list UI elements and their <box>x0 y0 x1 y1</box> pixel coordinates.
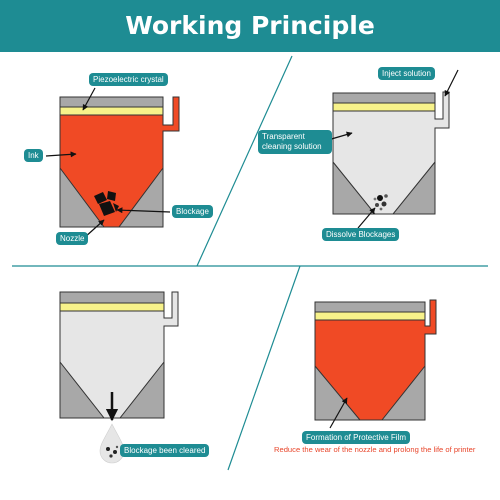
label-blockage-cleared: Blockage been cleared <box>120 444 210 457</box>
panel-dividers <box>12 55 488 471</box>
label-nozzle: Nozzle <box>56 232 89 245</box>
label-inject-solution: Inject solution <box>378 67 435 80</box>
label-cleaning-solution: Transparent cleaning solution <box>258 130 332 154</box>
printhead-ink-blocked <box>45 87 180 239</box>
printhead-cleared <box>59 291 179 464</box>
label-ink: Ink <box>24 149 43 162</box>
caption-nozzle-benefit: Reduce the wear of the nozzle and prolon… <box>274 445 476 454</box>
page-title: Working Principle <box>125 11 375 40</box>
printhead-cleaning-solution <box>327 69 459 229</box>
label-blockage: Blockage <box>172 205 213 218</box>
label-dissolve-blockages: Dissolve Blockages <box>322 228 400 241</box>
header-bar <box>0 0 500 52</box>
printhead-protective-film <box>314 299 437 429</box>
blockage-particles <box>94 191 119 216</box>
dissolving-particles <box>373 194 388 211</box>
label-piezoelectric-crystal: Piezoelectric crystal <box>89 73 168 86</box>
label-protective-film: Formation of Protective Film <box>302 431 411 444</box>
ejected-droplet <box>99 423 125 464</box>
